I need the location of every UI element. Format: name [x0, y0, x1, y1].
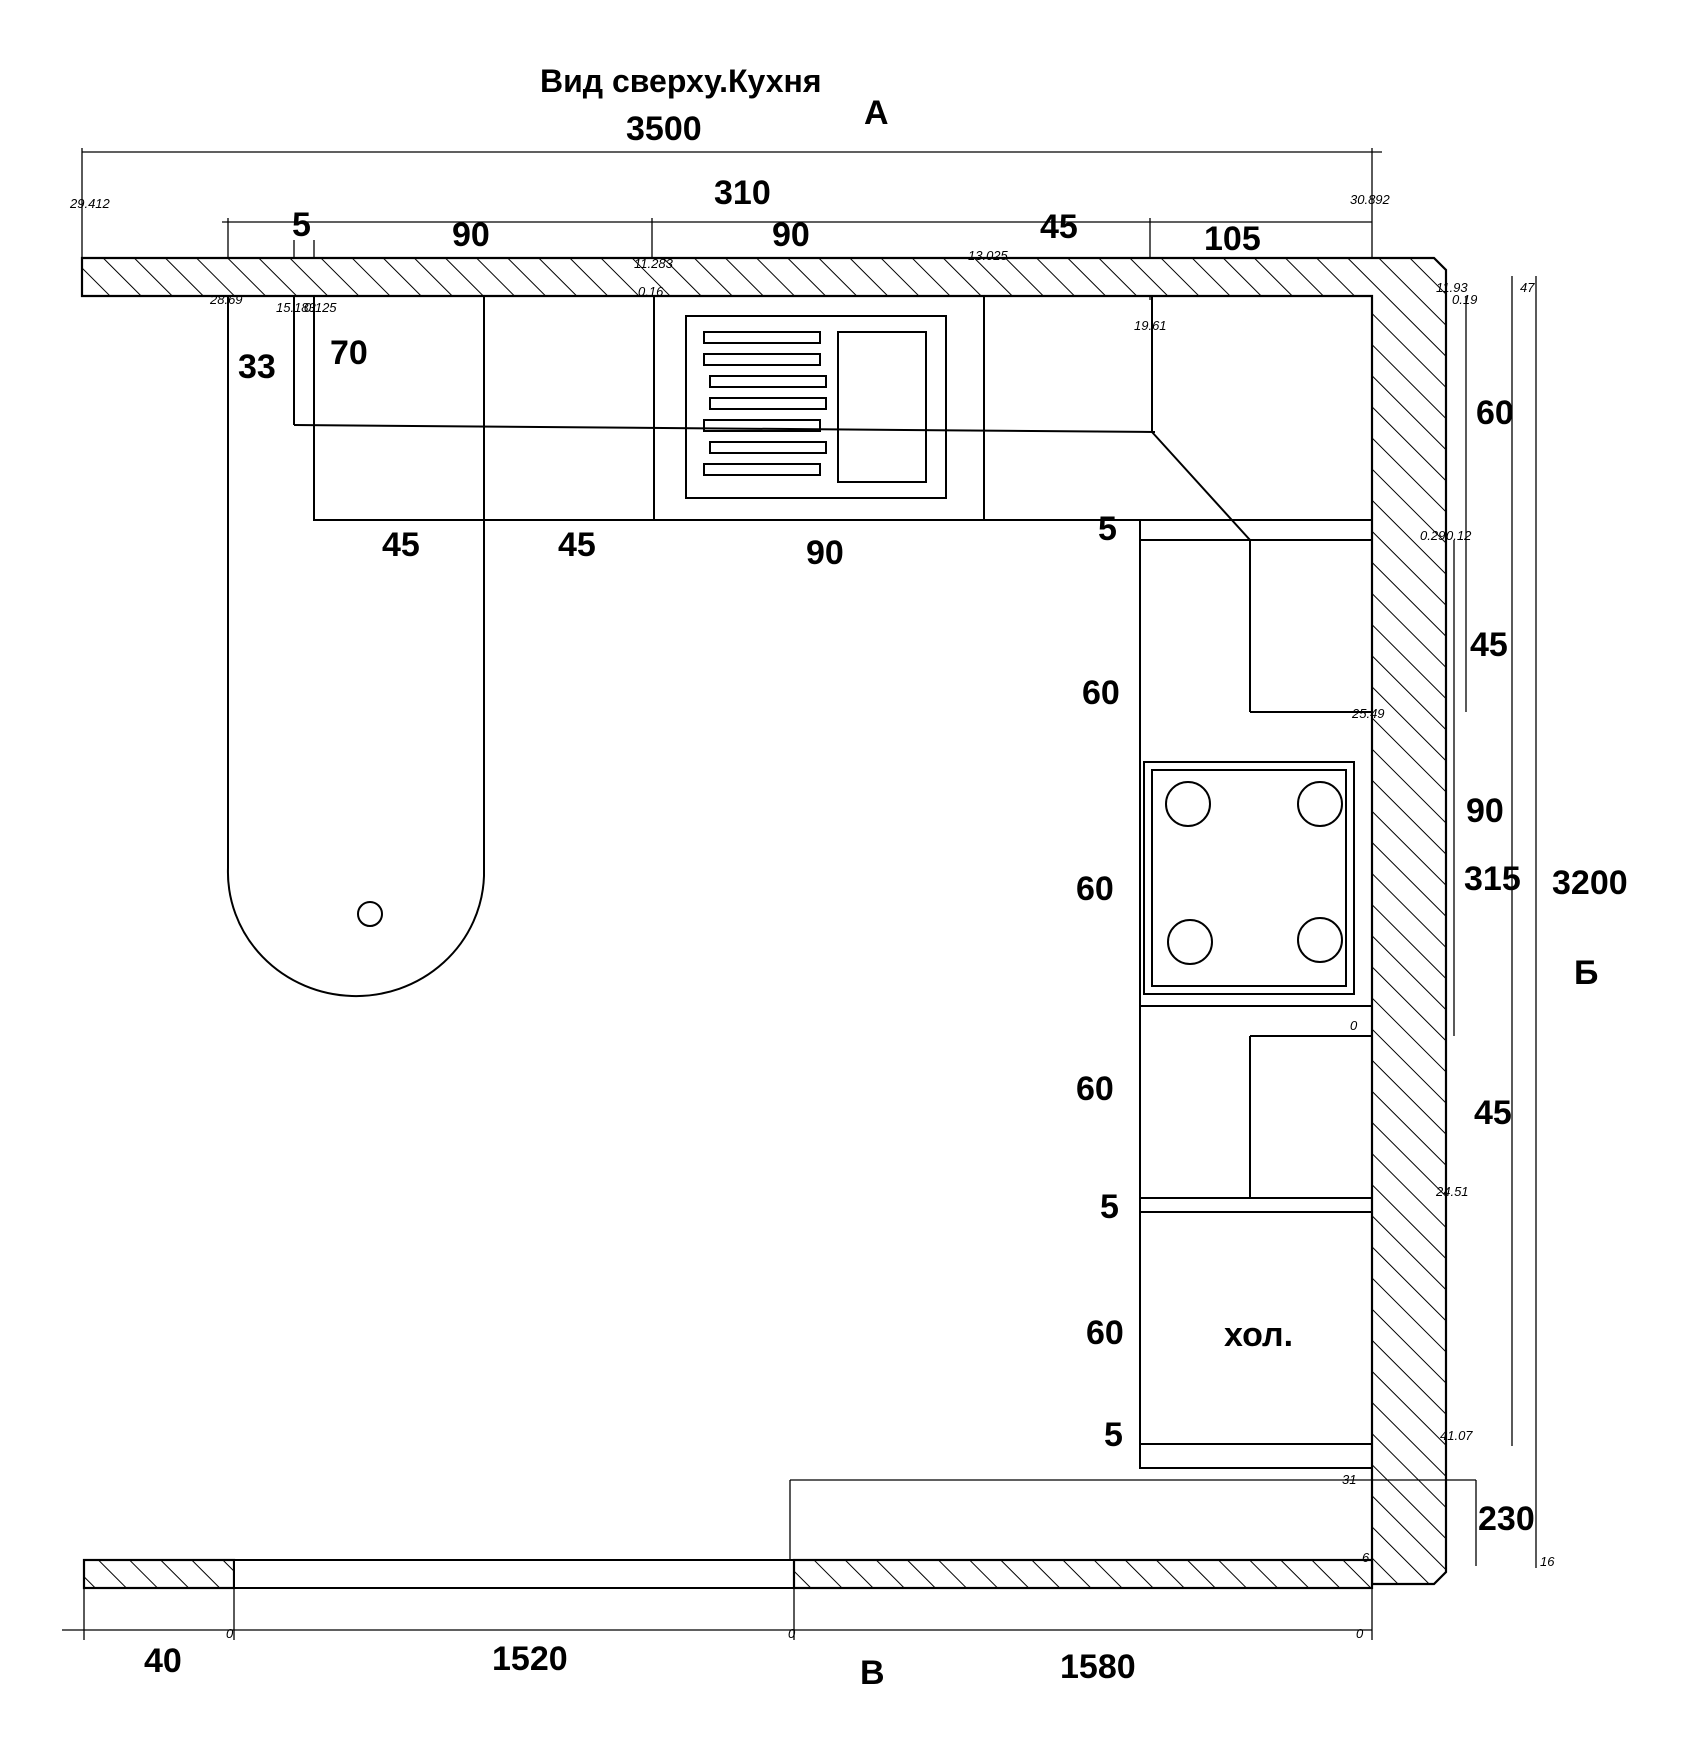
wall-top [80, 256, 1448, 1586]
cab-dim-60c: 60 [1076, 1070, 1114, 1108]
sink-bowl [837, 331, 927, 483]
wall-bottom-right [792, 1558, 1374, 1590]
wall-label-top: А [864, 94, 889, 132]
small-label: 11.283 [634, 256, 674, 271]
small-label: 0 [1356, 1626, 1364, 1641]
cab-dim-60d: 60 [1086, 1314, 1124, 1352]
burner-icon [1297, 781, 1343, 827]
right-dim-60: 60 [1476, 394, 1514, 432]
small-label: 0.19 [1452, 292, 1477, 307]
bottom-row-90: 90 [806, 534, 844, 572]
bottom-dim-40: 40 [144, 1642, 182, 1680]
depth-left-33: 33 [238, 348, 276, 386]
small-label: 30.892 [1350, 192, 1391, 207]
small-label: 0 [788, 1626, 796, 1641]
bottom-dim-1520: 1520 [492, 1640, 568, 1678]
small-label: 0.12 [1446, 528, 1472, 543]
top-total-label: 310 [714, 174, 771, 212]
bottom-dim-1580: 1580 [1060, 1648, 1136, 1686]
cab-dim-60a: 60 [1082, 674, 1120, 712]
top-dim-105: 105 [1204, 220, 1261, 258]
bottom-row-45b: 45 [558, 526, 596, 564]
upper-cabinet-row [313, 296, 1372, 521]
small-label: 15.183 [276, 300, 317, 315]
burner-icon [1167, 919, 1213, 965]
small-label: 11.93 [1436, 280, 1468, 295]
bottom-row-45a: 45 [382, 526, 420, 564]
burner-icon [1165, 781, 1211, 827]
sink-drainer [703, 331, 827, 476]
top-dim-90b: 90 [772, 216, 810, 254]
cab-dim-5-mid: 5 [1100, 1188, 1119, 1226]
peninsula-table [226, 296, 485, 998]
wall-bottom-left [82, 1558, 236, 1590]
small-label: 0.16 [638, 284, 664, 299]
small-label: 0.125 [304, 300, 337, 315]
overall-height-label: 3200 [1552, 864, 1628, 902]
small-label: 0 [1350, 1018, 1358, 1033]
drawing-title: Вид сверху.Кухня [540, 63, 822, 99]
cab-dim-60b: 60 [1076, 870, 1114, 908]
overall-width-label: 3500 [626, 110, 702, 148]
small-label: 25.49 [1351, 706, 1385, 721]
small-label: 6 [1362, 1550, 1370, 1565]
wall-label-bottom: В [860, 1654, 885, 1692]
wall-bottom-opening [233, 1559, 795, 1589]
wall-label-right: Б [1574, 954, 1598, 992]
right-dim-230: 230 [1478, 1500, 1535, 1538]
small-label: 0 [226, 1626, 234, 1641]
small-label: 31 [1342, 1472, 1356, 1487]
small-label: 0.29 [1420, 528, 1445, 543]
small-label: 19.61 [1134, 318, 1167, 333]
top-dim-5: 5 [292, 206, 311, 244]
right-dim-45b: 45 [1474, 1094, 1512, 1132]
right-dim-315: 315 [1464, 860, 1521, 898]
small-label: 28.69 [209, 292, 243, 307]
cab-dim-5-bottom: 5 [1104, 1416, 1123, 1454]
cooktop [1143, 761, 1355, 995]
sink [685, 315, 947, 499]
small-label: 47 [1520, 280, 1535, 295]
right-dim-45a: 45 [1470, 626, 1508, 664]
fridge-label: хол. [1224, 1316, 1293, 1354]
small-label: 29.412 [69, 196, 111, 211]
peninsula-hole [357, 901, 383, 927]
cab-dim-5-top: 5 [1098, 510, 1117, 548]
top-dim-45: 45 [1040, 208, 1078, 246]
depth-inner-70: 70 [330, 334, 368, 372]
right-cabinet-column [1139, 520, 1372, 1469]
top-dim-90a: 90 [452, 216, 490, 254]
small-label: 13.025 [968, 248, 1009, 263]
small-label: 41.07 [1440, 1428, 1473, 1443]
burner-icon [1297, 917, 1343, 963]
right-dim-90: 90 [1466, 792, 1504, 830]
small-label: 24.51 [1435, 1184, 1469, 1199]
small-label: 16 [1540, 1554, 1555, 1569]
